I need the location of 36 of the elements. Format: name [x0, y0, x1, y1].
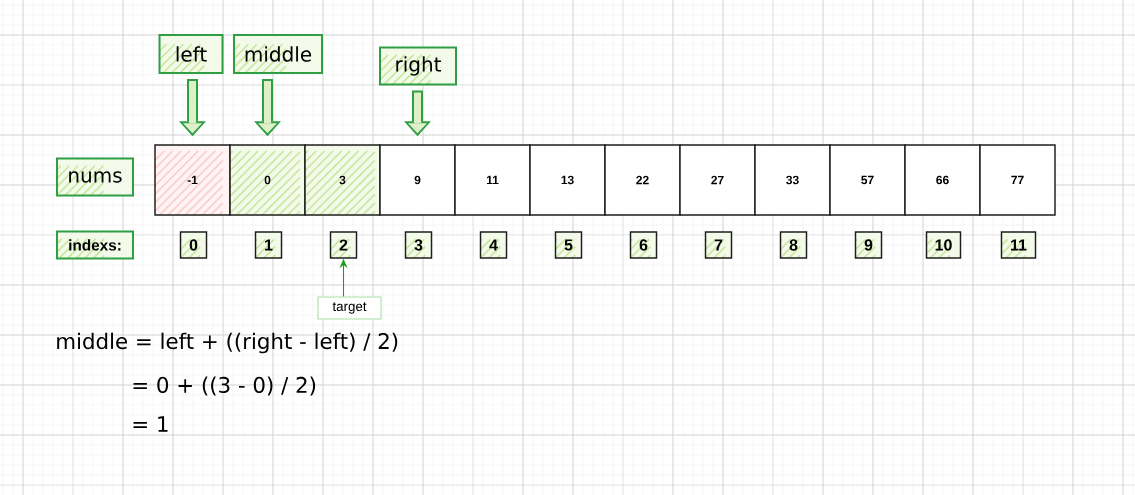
row-label: nums [56, 157, 134, 197]
array-cell: 9 [379, 144, 456, 216]
array-cell: 27 [679, 144, 756, 216]
array-cell: 3 [304, 144, 381, 216]
array-cell: 0 [229, 144, 306, 216]
array-cell: 66 [904, 144, 981, 216]
pointer-label: left [158, 34, 224, 74]
row-label: indexs: [56, 230, 134, 260]
index-box: 8 [779, 231, 808, 259]
index-box: 3 [404, 231, 433, 259]
array-cell: 11 [454, 144, 531, 216]
index-box: 5 [554, 231, 583, 259]
index-box: 2 [329, 231, 358, 259]
formula-text: = 1 [133, 416, 168, 432]
array-cell: 77 [979, 144, 1056, 216]
block-arrow [254, 79, 281, 137]
pointer-label: right [379, 46, 457, 86]
index-box: 11 [1000, 231, 1037, 259]
index-box: 7 [704, 231, 733, 259]
array-cell: -1 [154, 144, 231, 216]
index-box: 6 [629, 231, 658, 259]
formula-text: middle = left + ((right - left) / 2) [57, 332, 398, 354]
array-cell: 33 [754, 144, 831, 216]
array-cell: 22 [604, 144, 681, 216]
block-arrow [404, 90, 431, 137]
index-box: 0 [179, 231, 208, 259]
index-box: 4 [479, 231, 508, 259]
index-box: 10 [925, 231, 962, 259]
pointer-label: middle [233, 34, 323, 74]
target-label: target [317, 296, 382, 320]
block-arrow [179, 79, 206, 137]
index-box: 9 [854, 231, 883, 259]
array-cell: 57 [829, 144, 906, 216]
formula-text: = 0 + ((3 - 0) / 2) [133, 376, 316, 396]
index-box: 1 [254, 231, 283, 259]
array-cell: 13 [529, 144, 606, 216]
